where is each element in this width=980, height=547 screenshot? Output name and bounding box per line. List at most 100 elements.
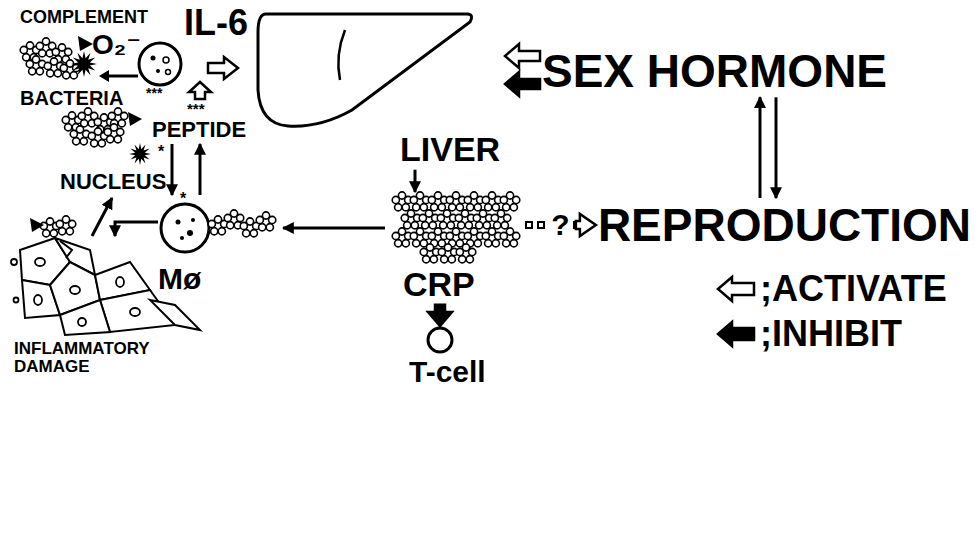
crp-pentamer <box>437 210 457 229</box>
crp-subunit <box>413 240 420 247</box>
crp-subunit <box>420 248 427 255</box>
crp-subunit <box>440 222 447 229</box>
crp-subunit <box>411 222 418 229</box>
crp-subunit <box>66 228 73 235</box>
crp-subunit <box>29 68 36 75</box>
crp-subunit <box>269 216 276 223</box>
block-arrow <box>428 305 452 326</box>
crp-subunit <box>227 222 234 229</box>
crp-subunit <box>218 228 225 235</box>
crp-subunit <box>438 248 445 255</box>
crp-subunit <box>419 214 426 221</box>
crp-subunit <box>466 256 473 263</box>
crp-subunit <box>63 72 70 79</box>
connector <box>760 97 761 198</box>
arrow-line <box>414 170 417 192</box>
peptide-activate-arrow <box>189 82 211 99</box>
crp-subunit <box>237 214 244 221</box>
crp-subunit <box>455 214 462 221</box>
node-label: INFLAMMATORY DAMAGE <box>14 340 159 376</box>
shape-group <box>20 38 97 79</box>
crp-subunit <box>70 130 77 137</box>
crp-pentamer <box>104 124 124 143</box>
node-label: REPRODUCTION <box>598 201 971 249</box>
nucleus-cluster: NUCLEUS <box>55 112 170 198</box>
cytokine-label: IL-6 <box>184 4 248 42</box>
connector <box>776 97 777 198</box>
granule <box>166 70 171 75</box>
crp-subunit <box>456 248 463 255</box>
crp-subunit <box>438 204 445 211</box>
il6-activate-arrow <box>208 57 238 79</box>
arrow-line <box>171 144 174 195</box>
asterisk-mark: * <box>158 144 164 161</box>
crp-subunit <box>36 68 43 75</box>
node-label: NUCLEUS <box>60 170 166 193</box>
cell-nucleus <box>35 258 45 266</box>
hormone-node: SEX HORMONE <box>540 45 960 97</box>
crp-subunit <box>447 222 454 229</box>
connector <box>115 222 158 236</box>
t-cell-circle: T-cell <box>395 326 505 390</box>
node-label: PEPTIDE <box>152 118 246 141</box>
crp-subunit <box>108 112 115 119</box>
asterisk-mark: *** <box>187 101 205 117</box>
crp-subunit <box>474 240 481 247</box>
crp-subunit <box>50 230 57 237</box>
legend-text: ;INHIBIT <box>760 315 902 353</box>
cell-debris <box>11 259 17 265</box>
crp-pentamer <box>456 244 476 263</box>
connector <box>505 44 540 68</box>
crp-subunit <box>392 196 399 203</box>
block-arrow <box>505 44 540 68</box>
crp-subunit <box>401 214 408 221</box>
crp-pentamer <box>482 192 502 211</box>
damaged-target <box>129 143 151 165</box>
crp-subunit <box>422 222 429 229</box>
crp-subunit <box>482 196 489 203</box>
shape-group <box>161 204 276 252</box>
crp-subunit <box>56 220 63 227</box>
crp-subunit <box>117 128 124 135</box>
crp-subunit <box>448 256 455 263</box>
crp-subunit <box>428 196 435 203</box>
peptide-node: PEPTIDE <box>148 114 260 144</box>
connector <box>172 144 173 195</box>
crp-subunit <box>104 128 111 135</box>
crp-subunit <box>492 240 499 247</box>
crp-pentamer <box>446 192 466 211</box>
crp-pentamer <box>464 192 484 211</box>
crp-pentamer <box>428 192 448 211</box>
crp-subunit <box>52 48 59 55</box>
complement-label: COMPLEMENT <box>20 8 148 27</box>
complement-triangle <box>78 36 93 51</box>
crp-subunit <box>464 196 471 203</box>
granule <box>163 57 169 63</box>
legend-text: ;ACTIVATE <box>760 270 947 308</box>
granule <box>187 230 193 236</box>
crp-subunit <box>60 64 67 71</box>
crp-subunit <box>59 228 66 235</box>
crp-subunit <box>473 214 480 221</box>
crp-subunit <box>44 62 51 69</box>
tissue-cell <box>60 300 110 335</box>
crp-subunit <box>465 222 472 229</box>
crp-subunit <box>121 112 128 119</box>
connector <box>200 144 201 195</box>
arrow-head <box>99 70 109 82</box>
complement-triangle <box>30 218 44 232</box>
connector <box>92 198 112 236</box>
legend-swatch <box>716 319 756 349</box>
tissue-cell <box>150 300 200 330</box>
crp-subunit <box>420 204 427 211</box>
crp-subunit <box>437 214 444 221</box>
crp-subunit <box>404 222 411 229</box>
crp-subunit <box>88 132 95 139</box>
crp-subunit <box>476 222 483 229</box>
cell-debris <box>14 298 19 303</box>
crp-pentamer <box>410 192 430 211</box>
crp-subunit <box>491 214 498 221</box>
crp-subunit <box>459 256 466 263</box>
crp-subunit <box>250 230 257 237</box>
